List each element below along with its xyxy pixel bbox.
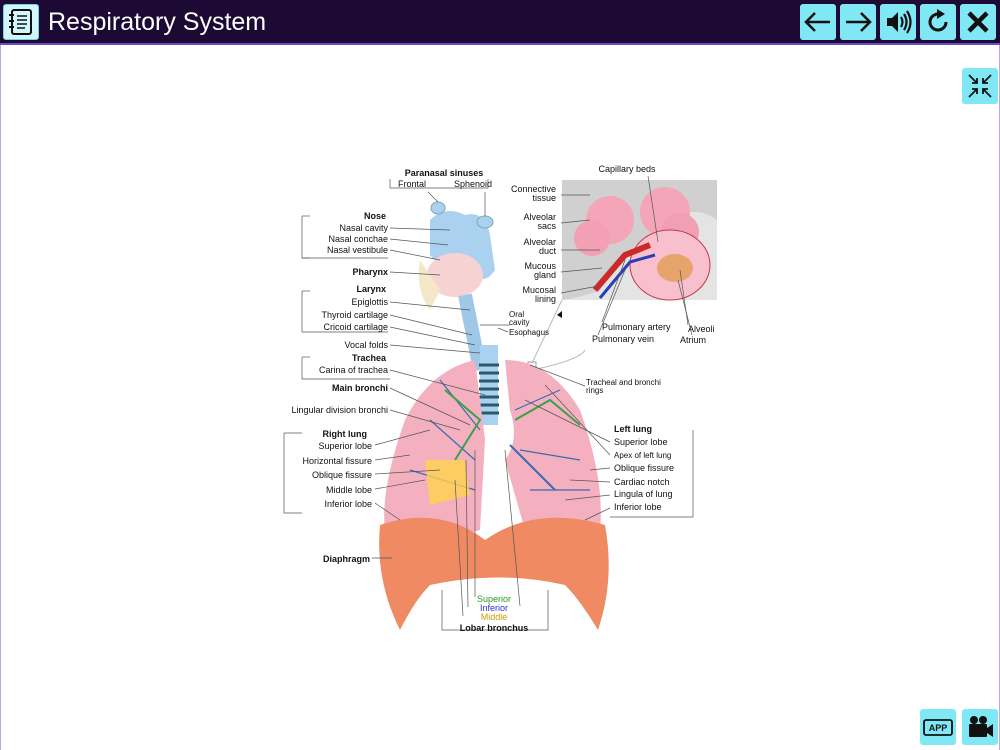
label-tracheal-rings-2: rings	[586, 386, 603, 395]
reset-button[interactable]	[920, 4, 956, 40]
label-connective-1: Connective	[511, 184, 556, 194]
label-atrium: Atrium	[680, 335, 706, 345]
label-thyroid: Thyroid cartilage	[321, 310, 388, 320]
video-button[interactable]	[962, 709, 998, 745]
label-ll-inferior: Inferior lobe	[614, 502, 662, 512]
label-mucous-2: gland	[534, 270, 556, 280]
collapse-button[interactable]	[962, 68, 998, 104]
close-icon	[967, 11, 989, 33]
app-button[interactable]: APP	[920, 709, 956, 745]
label-ll-apex: Apex of left lung	[614, 451, 671, 460]
label-lobar-inferior: Inferior	[480, 603, 508, 613]
arrow-left-icon	[804, 12, 830, 32]
trachea-tube	[479, 345, 499, 425]
audio-button[interactable]	[880, 4, 916, 40]
label-ll-cardiac: Cardiac notch	[614, 477, 670, 487]
label-nasal-conchae: Nasal conchae	[328, 234, 388, 244]
label-oral-1: Oral	[509, 310, 524, 319]
left-lung	[505, 360, 601, 538]
label-alveoli: Alveoli	[688, 324, 715, 334]
speaker-icon	[887, 10, 912, 34]
label-connective-2: tissue	[532, 193, 556, 203]
previous-button[interactable]	[800, 4, 836, 40]
label-sacs-2: sacs	[537, 221, 556, 231]
label-nasal-vestibule: Nasal vestibule	[327, 245, 388, 255]
right-lung	[384, 360, 485, 538]
arrow-right-icon	[846, 12, 872, 32]
alveoli-inset	[562, 180, 717, 301]
label-rl-middle: Middle lobe	[326, 485, 372, 495]
label-sacs-1: Alveolar	[523, 212, 556, 222]
label-capillary: Capillary beds	[598, 164, 656, 174]
label-paranasal: Paranasal sinuses	[405, 168, 484, 178]
label-duct-2: duct	[539, 246, 557, 256]
label-left-lung: Left lung	[614, 424, 652, 434]
notebook-button[interactable]	[3, 4, 39, 40]
label-pharynx: Pharynx	[352, 267, 388, 277]
label-tracheal-rings-1: Tracheal and bronchi	[586, 378, 661, 387]
title-bar: Respiratory System	[0, 0, 1000, 45]
label-rl-oblique: Oblique fissure	[312, 470, 372, 480]
label-ll-superior: Superior lobe	[614, 437, 668, 447]
video-camera-icon	[969, 716, 993, 737]
next-button[interactable]	[840, 4, 876, 40]
notebook-icon	[9, 9, 32, 35]
diaphragm-shape	[379, 517, 609, 630]
label-larynx: Larynx	[356, 284, 386, 294]
label-nasal-cavity: Nasal cavity	[339, 223, 388, 233]
label-oral-2: cavity	[509, 318, 529, 327]
label-lingular: Lingular division bronchi	[291, 405, 388, 415]
app-badge-label: APP	[929, 723, 948, 733]
label-pulmonary-vein: Pulmonary vein	[592, 334, 654, 344]
head-region	[418, 201, 495, 372]
label-nose: Nose	[364, 211, 386, 221]
label-duct-1: Alveolar	[523, 237, 556, 247]
label-ll-oblique: Oblique fissure	[614, 463, 674, 473]
frame-border-left	[0, 45, 1, 750]
collapse-icon	[968, 74, 992, 98]
label-lobar-bronchus: Lobar bronchus	[460, 623, 529, 633]
label-pulmonary-artery: Pulmonary artery	[602, 322, 671, 332]
label-ll-lingula: Lingula of lung	[614, 489, 673, 499]
label-frontal: Frontal	[398, 179, 426, 189]
label-carina: Carina of trachea	[319, 365, 388, 375]
label-mucosal-1: Mucosal	[522, 285, 556, 295]
label-main-bronchi: Main bronchi	[332, 383, 388, 393]
page-title: Respiratory System	[48, 8, 267, 36]
label-cricoid: Cricoid cartilage	[323, 322, 388, 332]
label-mucous-1: Mucous	[524, 261, 556, 271]
label-esophagus: Esophagus	[509, 328, 549, 337]
respiratory-diagram: Paranasal sinuses Frontal Sphenoid Nose …	[283, 164, 717, 633]
label-lobar-middle: Middle	[481, 612, 508, 622]
leader-lines	[283, 175, 694, 631]
label-diaphragm: Diaphragm	[323, 554, 370, 564]
label-rl-horizontal: Horizontal fissure	[302, 456, 372, 466]
refresh-icon	[928, 9, 948, 32]
label-sphenoid: Sphenoid	[454, 179, 492, 189]
label-lobar-superior: Superior	[477, 594, 511, 604]
label-vocal-folds: Vocal folds	[344, 340, 388, 350]
close-button[interactable]	[960, 4, 996, 40]
label-rl-inferior: Inferior lobe	[324, 499, 372, 509]
label-right-lung: Right lung	[323, 429, 368, 439]
label-trachea: Trachea	[352, 353, 387, 363]
label-rl-superior: Superior lobe	[318, 441, 372, 451]
label-epiglottis: Epiglottis	[351, 297, 388, 307]
app-icon: APP	[923, 719, 953, 736]
label-mucosal-2: lining	[535, 294, 556, 304]
